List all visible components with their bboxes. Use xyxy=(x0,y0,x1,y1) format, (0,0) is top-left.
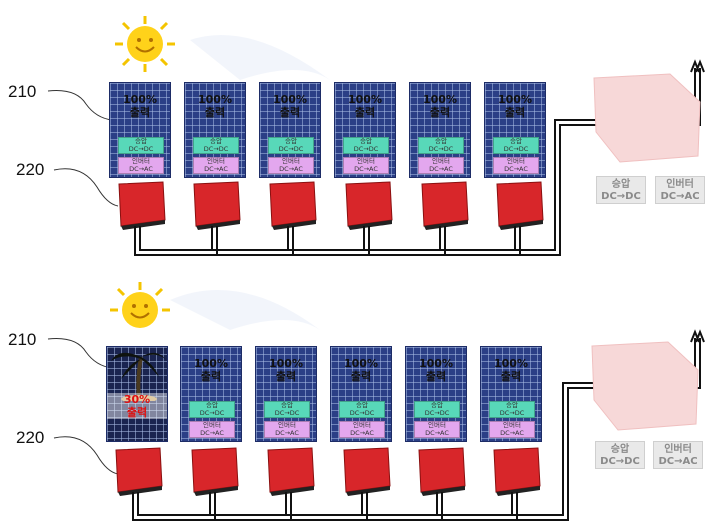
central-inverter-faded xyxy=(588,340,703,432)
